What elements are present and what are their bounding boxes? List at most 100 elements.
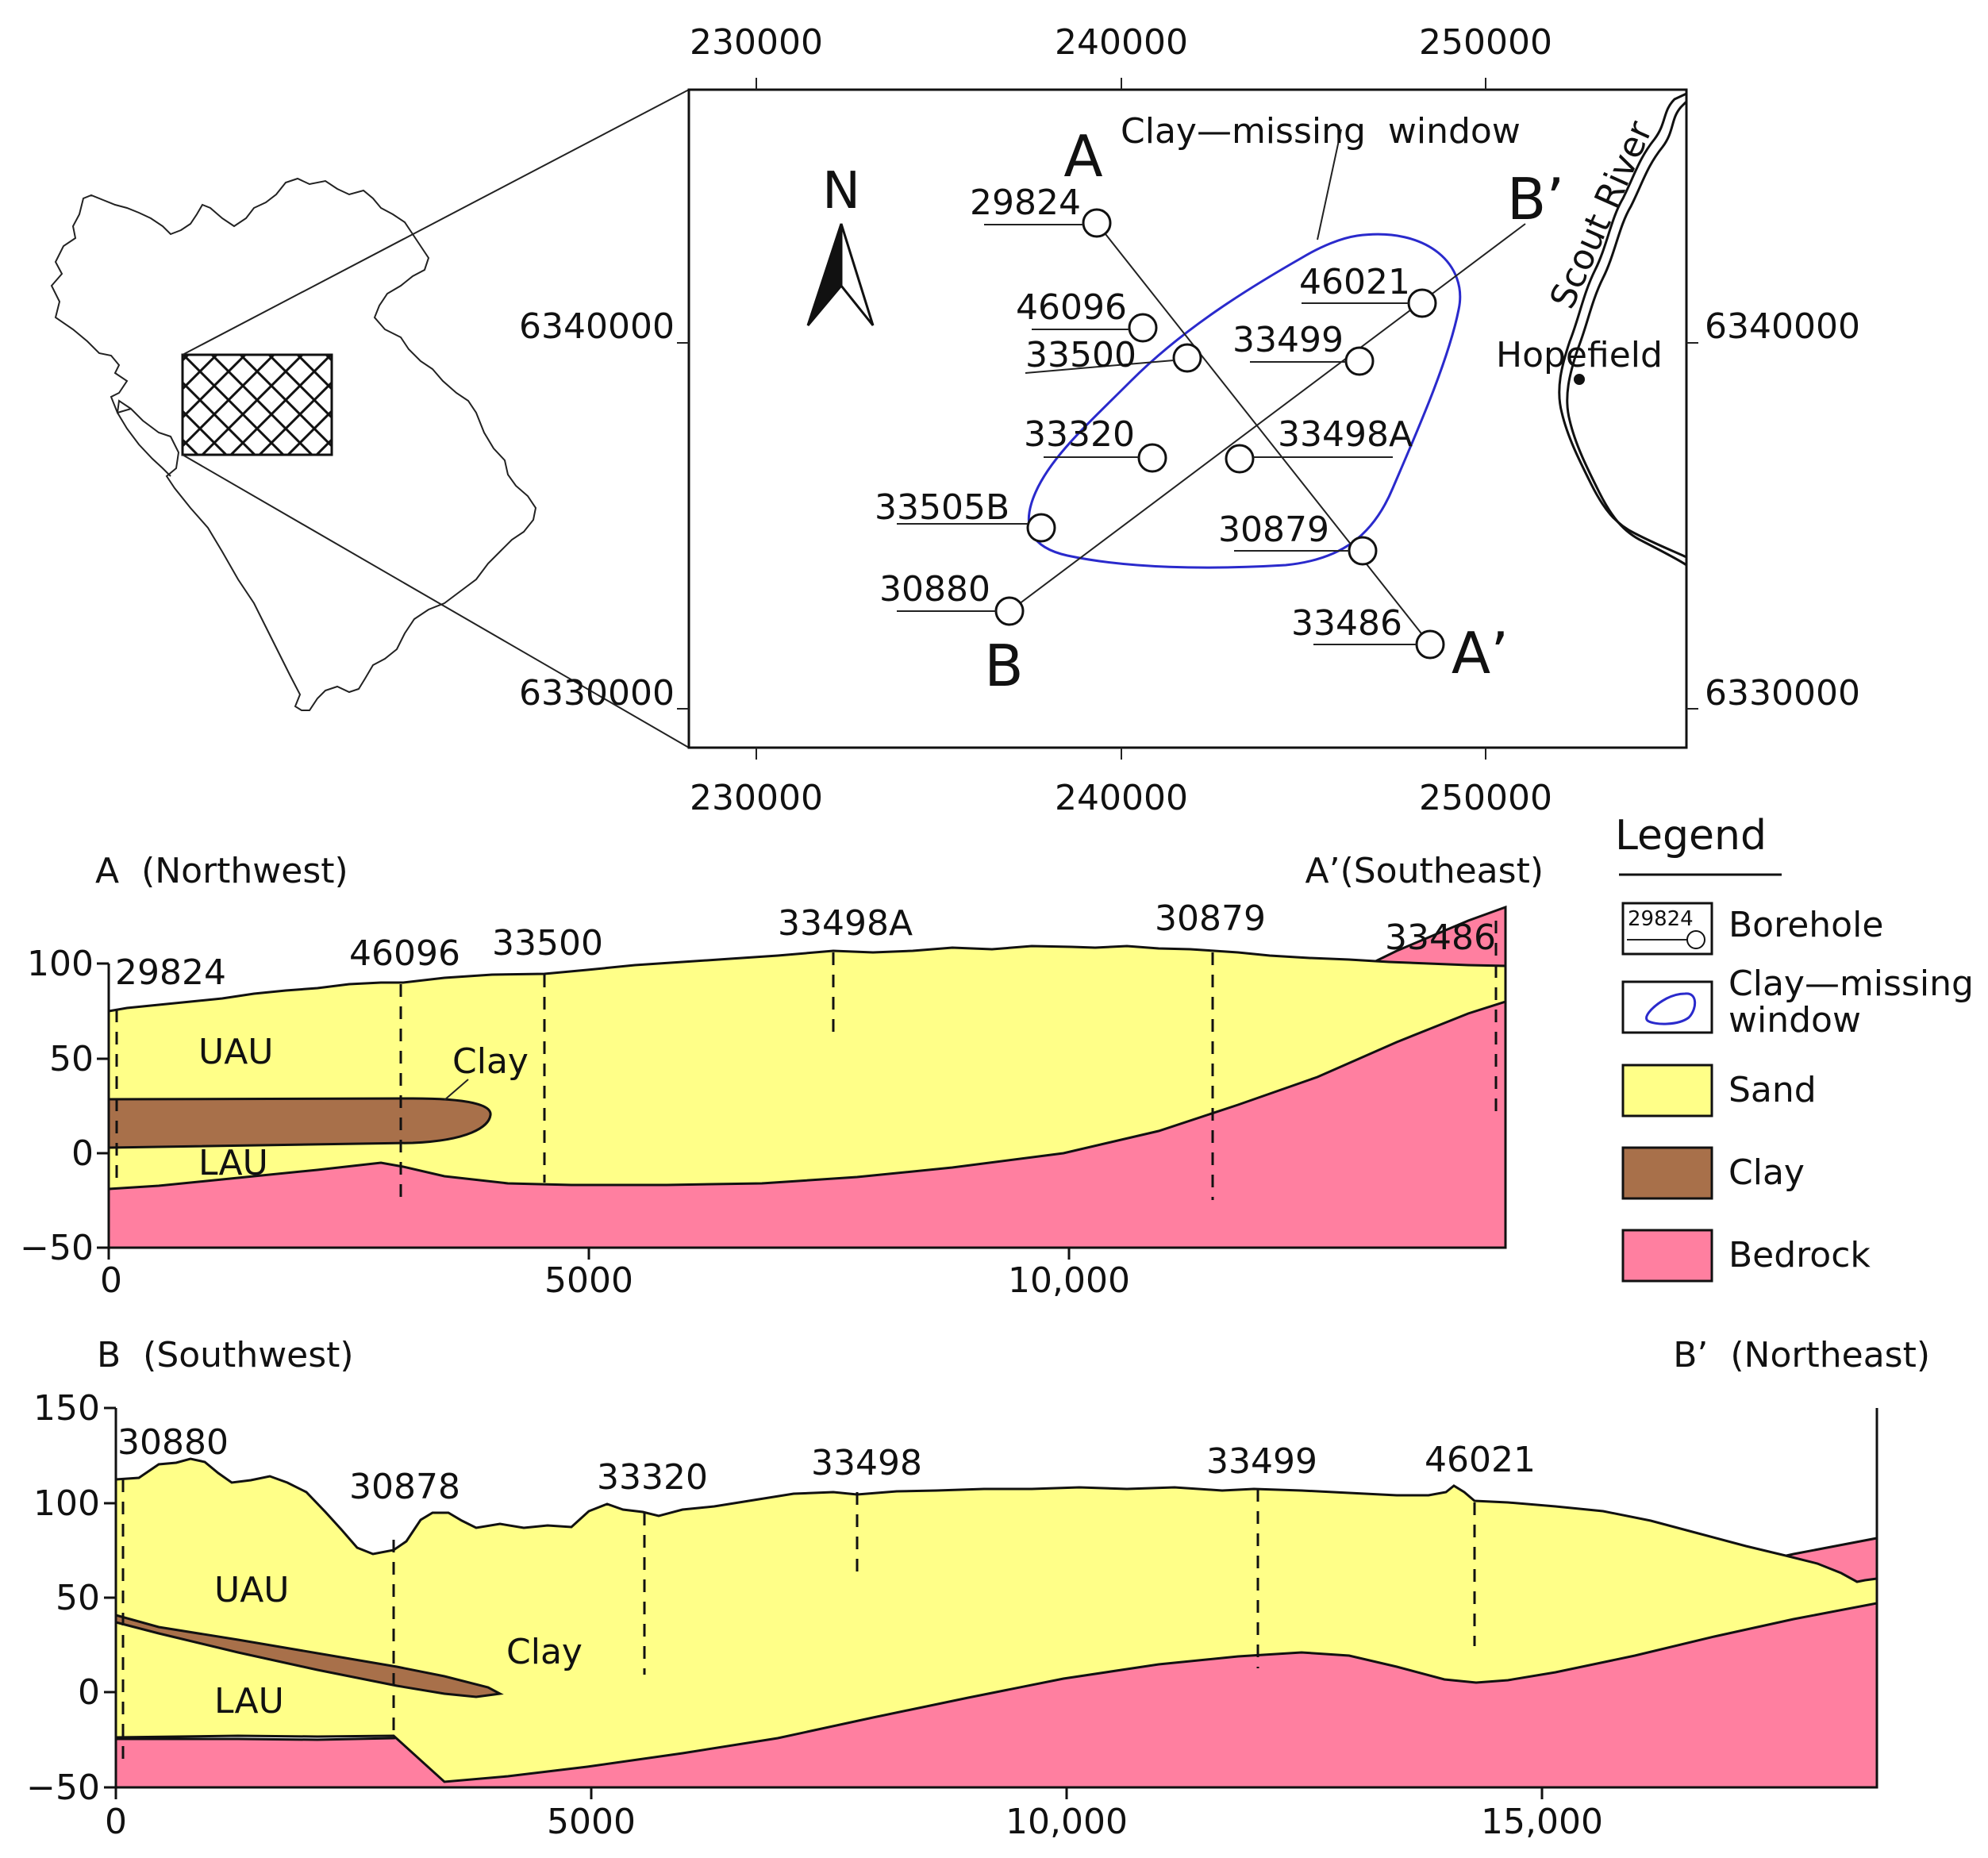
section-b-borehole-label: 30878 <box>349 1467 460 1507</box>
map-borehole: 33320 <box>1024 414 1167 473</box>
map-borehole: 46096 <box>1016 287 1158 343</box>
window-label-leader <box>1317 129 1342 240</box>
section-b-x-tick: 10,000 <box>1006 1802 1128 1842</box>
cross-section-a: A (Northwest) A’(Southeast) 29824 46096 … <box>20 851 1544 1301</box>
section-a-x-tick: 10,000 <box>1008 1260 1130 1301</box>
map-borehole: 33500 <box>1025 335 1202 375</box>
svg-text:33498A: 33498A <box>1278 414 1413 455</box>
svg-text:33505B: 33505B <box>875 487 1009 528</box>
section-a-borehole-label: 30879 <box>1155 898 1266 939</box>
section-a-left-title: A (Northwest) <box>95 851 348 891</box>
section-b-right-title: B’ (Northeast) <box>1673 1335 1930 1375</box>
section-b-y-tick: −50 <box>26 1768 100 1808</box>
map-x-tick-top-1: 230000 <box>690 22 823 63</box>
section-a-ticks <box>97 962 1071 1260</box>
section-b-y-tick: 100 <box>33 1483 100 1524</box>
map-borehole: 30879 <box>1218 510 1378 566</box>
section-line-b <box>1009 223 1526 612</box>
study-area-inset <box>181 353 333 456</box>
svg-text:33499: 33499 <box>1232 320 1344 360</box>
section-label-b: B <box>984 633 1023 699</box>
section-b-borehole-label: 33499 <box>1206 1441 1317 1482</box>
legend-borehole-sample: 29824 <box>1628 907 1694 931</box>
section-a-borehole-label: 46096 <box>349 933 460 974</box>
legend-swatch-clay <box>1621 1146 1713 1200</box>
section-label-b-prime: B’ <box>1507 166 1564 233</box>
section-label-a-prime: A’ <box>1452 620 1509 687</box>
section-b-uau-label: UAU <box>214 1570 290 1610</box>
legend-label-window-2: window <box>1728 1000 1861 1041</box>
scout-river-bank <box>1566 100 1688 567</box>
province-outline <box>50 177 537 711</box>
section-b-clay-label: Clay <box>506 1632 583 1672</box>
svg-text:30880: 30880 <box>879 569 990 610</box>
section-b-borehole-label: 46021 <box>1425 1440 1536 1480</box>
section-b-x-tick: 5000 <box>547 1802 636 1842</box>
map-y-tick-left-1: 6340000 <box>519 306 675 347</box>
map-y-tick-left-2: 6330000 <box>519 673 675 714</box>
section-a-right-title: A’(Southeast) <box>1305 851 1544 891</box>
legend-borehole-icon <box>1686 930 1705 949</box>
section-b-lau-label: LAU <box>214 1681 284 1721</box>
legend: Legend 29824 Borehole Clay—missing windo… <box>1615 812 1974 1283</box>
section-label-a: A <box>1063 123 1102 190</box>
hopefield-marker <box>1574 374 1585 385</box>
map-borehole: 33498A <box>1225 414 1413 474</box>
map-boreholes: 29824 46096 33500 46021 33499 <box>875 183 1445 660</box>
section-a-y-tick: 100 <box>27 944 94 984</box>
section-a-y-tick: 0 <box>71 1133 94 1174</box>
section-b-borehole-label: 30880 <box>117 1422 229 1463</box>
legend-window-icon <box>1645 992 1697 1025</box>
inset-leader-bottom <box>182 454 690 748</box>
map-x-tick-bottom-2: 240000 <box>1055 778 1188 818</box>
section-a-borehole-label: 33498A <box>778 903 913 944</box>
map-y-tick-right-2: 6330000 <box>1705 673 1860 714</box>
section-a-clay-lens <box>107 1097 492 1149</box>
detail-map-ticks <box>677 78 1698 760</box>
map-x-tick-bottom-1: 230000 <box>690 778 823 818</box>
map-borehole: 46021 <box>1299 262 1437 318</box>
map-borehole: 33505B <box>875 487 1056 543</box>
map-borehole: 33486 <box>1291 603 1445 660</box>
svg-text:29824: 29824 <box>970 183 1081 223</box>
section-a-x-tick: 5000 <box>544 1260 633 1301</box>
section-b-ticks <box>104 1406 1544 1799</box>
inset-leader-top <box>182 89 690 356</box>
section-b-y-tick: 0 <box>78 1672 100 1713</box>
legend-title: Legend <box>1615 812 1767 860</box>
north-arrow-icon <box>806 223 875 326</box>
map-borehole: 33499 <box>1232 320 1375 376</box>
section-a-y-tick: −50 <box>20 1228 94 1268</box>
section-line-a <box>1096 222 1431 645</box>
section-b-y-tick: 150 <box>33 1388 100 1429</box>
section-b-y-tick: 50 <box>56 1578 100 1618</box>
section-a-x-tick: 0 <box>100 1260 122 1301</box>
section-b-sand <box>114 1457 1878 1783</box>
town-label: Hopefield <box>1496 335 1663 375</box>
svg-text:46021: 46021 <box>1299 262 1410 302</box>
legend-label-clay: Clay <box>1728 1152 1805 1193</box>
section-b-x-tick: 0 <box>105 1802 127 1842</box>
section-a-clay-label: Clay <box>452 1041 529 1082</box>
legend-swatch-bedrock <box>1621 1229 1713 1283</box>
svg-text:33500: 33500 <box>1025 335 1136 375</box>
north-label: N <box>822 162 860 221</box>
legend-label-bedrock: Bedrock <box>1728 1235 1871 1275</box>
section-b-borehole-label: 33320 <box>597 1457 708 1498</box>
legend-swatch-sand <box>1621 1064 1713 1117</box>
clay-missing-window <box>1027 233 1462 569</box>
section-a-y-tick: 50 <box>49 1039 94 1079</box>
map-x-tick-top-2: 240000 <box>1055 22 1188 63</box>
section-a-borehole-label: 33486 <box>1385 917 1496 958</box>
map-y-tick-right-1: 6340000 <box>1705 306 1860 347</box>
section-b-borehole-label: 33498 <box>811 1443 922 1483</box>
svg-text:30879: 30879 <box>1218 510 1329 550</box>
coastline-inlet <box>116 399 171 477</box>
section-a-borehole-label: 29824 <box>115 952 226 993</box>
section-b-left-title: B (Southwest) <box>97 1335 354 1375</box>
legend-label-sand: Sand <box>1728 1070 1817 1110</box>
section-a-uau-label: UAU <box>198 1032 274 1072</box>
regional-outline-map <box>50 177 537 711</box>
section-a-lau-label: LAU <box>198 1143 268 1183</box>
